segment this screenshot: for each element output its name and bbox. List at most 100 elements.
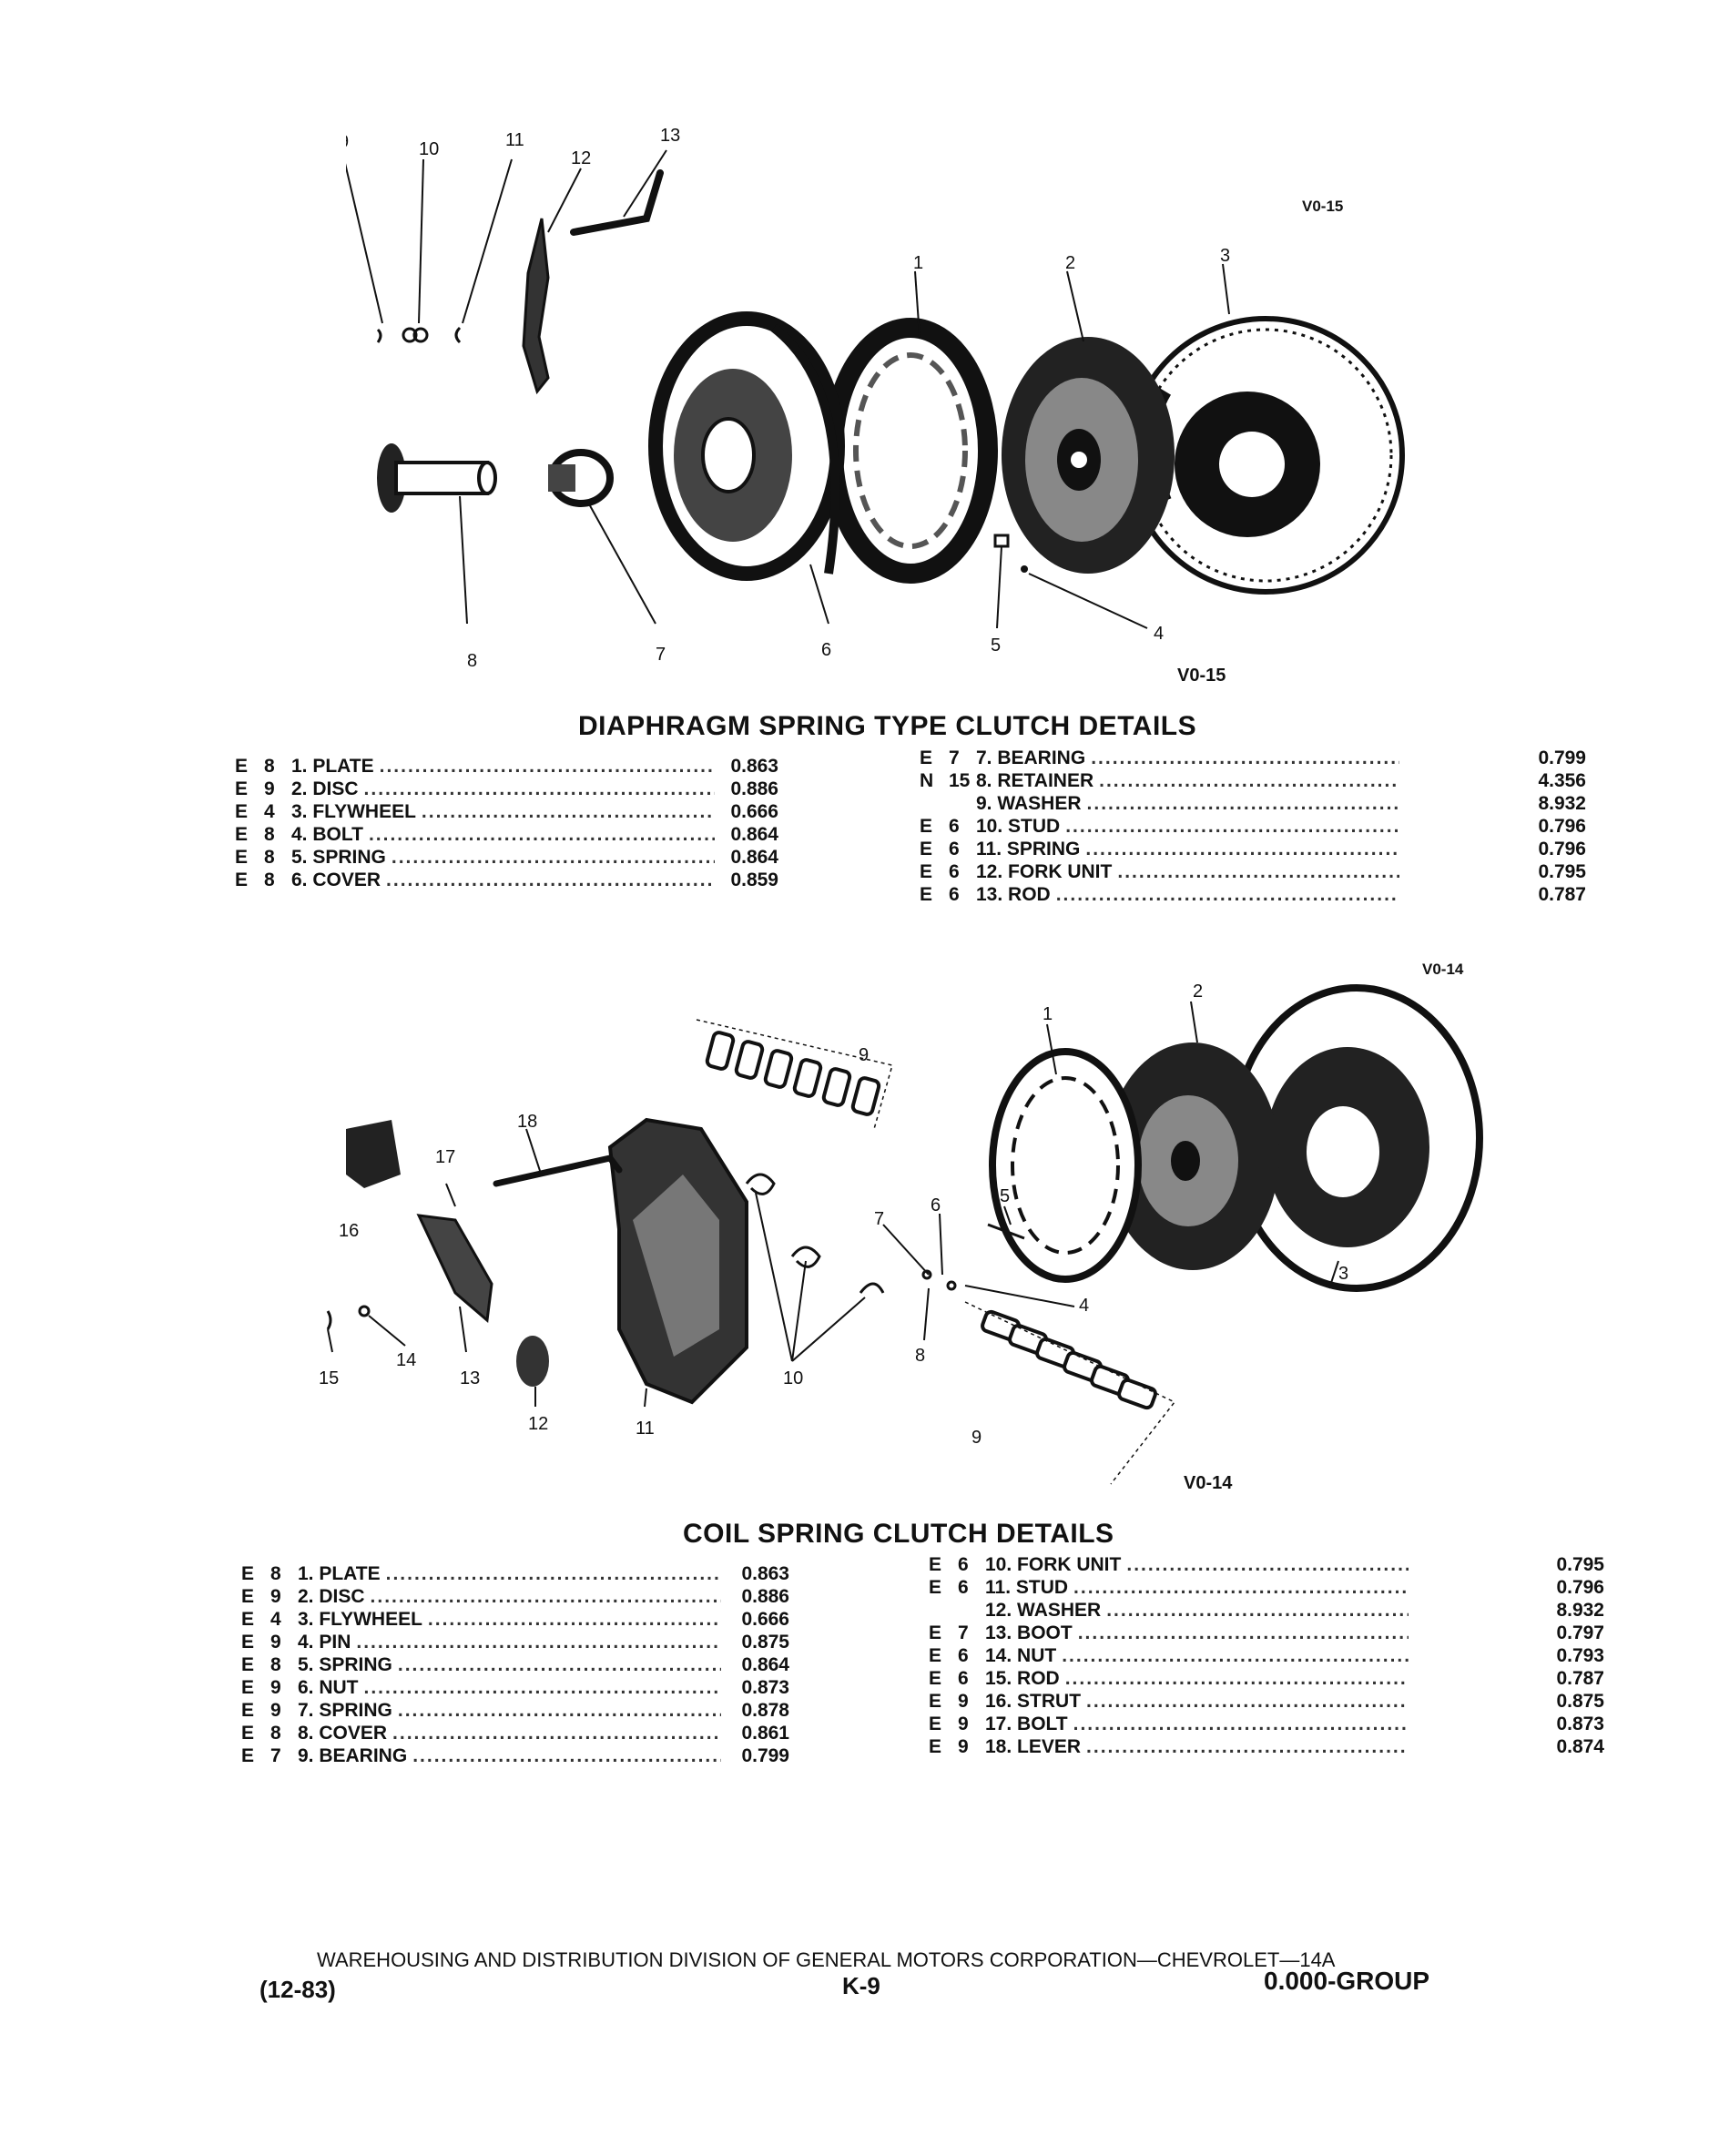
- callout-1: 1: [913, 253, 923, 273]
- group-number: 8: [270, 1723, 281, 1744]
- part-name: 4. PIN..................................…: [298, 1631, 721, 1653]
- retainer-part: [377, 443, 497, 513]
- leader-dots: ........................................…: [1091, 747, 1399, 768]
- group-number: 6: [958, 1645, 969, 1666]
- part-name: 14. NUT.................................…: [985, 1644, 1409, 1667]
- part-number: 0.799: [741, 1745, 789, 1766]
- source-code: E: [241, 1586, 255, 1607]
- callout-6: 6: [821, 640, 831, 660]
- part-name: 8. RETAINER.............................…: [976, 769, 1399, 792]
- group-number: 6: [949, 839, 960, 859]
- callout-5: 5: [991, 636, 1001, 656]
- part-name-label: 4. BOLT: [291, 824, 363, 845]
- leader-dots: ........................................…: [1073, 1714, 1409, 1734]
- part-name: 10. FORK UNIT...........................…: [985, 1553, 1409, 1576]
- source-code: E: [920, 884, 933, 905]
- part-name-label: 15. ROD: [985, 1668, 1060, 1689]
- leader-dots: ........................................…: [356, 1632, 721, 1653]
- source-code: E: [241, 1745, 255, 1766]
- source-code: E: [929, 1577, 942, 1598]
- group-number: 9: [270, 1632, 281, 1653]
- leader-dots: ........................................…: [1106, 1600, 1409, 1621]
- group-number: 7: [949, 747, 960, 768]
- callout-4: 4: [1154, 624, 1164, 644]
- group-number: 6: [949, 884, 960, 905]
- leader-dots: ........................................…: [412, 1745, 721, 1766]
- part-name-label: 8. COVER: [298, 1723, 388, 1744]
- callout-11: 11: [636, 1419, 655, 1439]
- part-name: 17. BOLT................................…: [985, 1713, 1409, 1735]
- leader-dots: ........................................…: [1085, 839, 1399, 859]
- part-name-label: 8. RETAINER: [976, 770, 1094, 791]
- group-number: 6: [958, 1577, 969, 1598]
- callout-13: 13: [660, 126, 680, 146]
- group-number: 8: [264, 870, 275, 890]
- part-name-label: 12. FORK UNIT: [976, 861, 1113, 882]
- leader-dots: ........................................…: [1055, 884, 1399, 905]
- callout-15: 15: [319, 1368, 339, 1388]
- source-code: E: [929, 1554, 942, 1575]
- leader-dots: ........................................…: [1073, 1577, 1409, 1598]
- group-number: 9: [958, 1691, 969, 1712]
- part-name-label: 5. SPRING: [298, 1654, 392, 1675]
- part-name-label: 1. PLATE: [291, 756, 374, 777]
- part-name: 5. SPRING...............................…: [298, 1653, 721, 1676]
- part-number: 0.796: [1538, 839, 1586, 859]
- part-name: 11. SPRING..............................…: [976, 838, 1399, 860]
- callout-14: 14: [396, 1350, 416, 1370]
- part-name-label: 9. BEARING: [298, 1745, 408, 1766]
- callout-2: 2: [1065, 253, 1075, 273]
- leader-dots: ........................................…: [1065, 816, 1399, 837]
- part-number: 0.873: [741, 1677, 789, 1698]
- callout-13: 13: [460, 1368, 480, 1388]
- part-name-label: 11. SPRING: [976, 839, 1081, 859]
- source-code: E: [929, 1622, 942, 1643]
- footer-division: WAREHOUSING AND DISTRIBUTION DIVISION OF…: [317, 1948, 1336, 1971]
- part-number: 0.886: [741, 1586, 789, 1607]
- callout-labels: 1 2 3 4 5 6 7 8 9 9 10 11 12 13 14 15 16…: [319, 961, 1464, 1493]
- source-code: E: [241, 1700, 255, 1721]
- leader-dots: ........................................…: [1126, 1554, 1409, 1575]
- callout-8: 8: [915, 1346, 925, 1366]
- flywheel-part: [1230, 984, 1483, 1292]
- part-name-label: 3. FLYWHEEL: [291, 801, 416, 822]
- source-code: E: [929, 1645, 942, 1666]
- part-name-label: 7. SPRING: [298, 1700, 392, 1721]
- group-number: 8: [264, 847, 275, 868]
- part-number: 0.886: [730, 778, 778, 799]
- group-number: 8: [264, 824, 275, 845]
- source-code: E: [929, 1736, 942, 1757]
- part-number: 0.795: [1538, 861, 1586, 882]
- footer-date: (12-83): [259, 1976, 336, 2003]
- callout-8: 8: [467, 651, 477, 671]
- part-number: 0.863: [730, 756, 778, 777]
- disc-part: [1106, 1042, 1279, 1270]
- part-number: 0.878: [741, 1700, 789, 1721]
- callout-2: 2: [1193, 981, 1203, 1002]
- part-name-label: 3. FLYWHEEL: [298, 1609, 422, 1630]
- part-number: 0.861: [741, 1723, 789, 1744]
- callout-5: 5: [1000, 1186, 1010, 1206]
- strut-part: [346, 1120, 401, 1188]
- group-number: 6: [949, 861, 960, 882]
- small-hardware: [376, 326, 1028, 573]
- part-number: 0.864: [730, 824, 778, 845]
- group-number: 6: [958, 1668, 969, 1689]
- coil-spring-clutch-svg: 1 2 3 4 5 6 7 8 9 9 10 11 12 13 14 15 16…: [319, 961, 1483, 1493]
- group-number: 6: [949, 816, 960, 837]
- callout-12: 12: [571, 148, 591, 168]
- part-name-label: 18. LEVER: [985, 1736, 1082, 1757]
- callout-labels: 1 2 3 4 5 6 7 8 9 10 11 12 13 V0-15 V0-1…: [346, 126, 1343, 686]
- part-name-label: 10. STUD: [976, 816, 1061, 837]
